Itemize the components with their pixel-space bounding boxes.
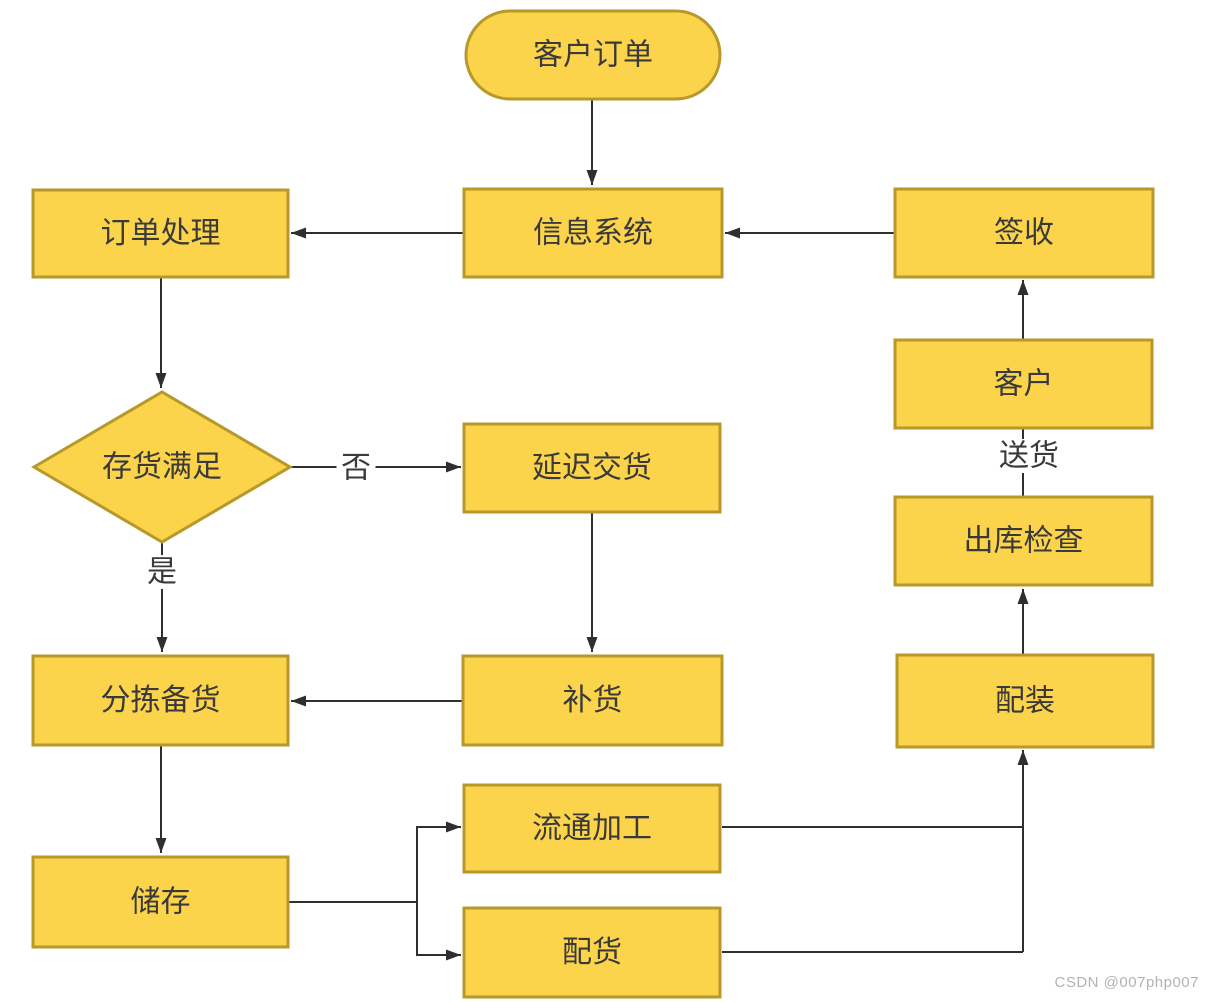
arrowhead-icon — [1017, 589, 1029, 604]
edge-picking-to-storage — [155, 745, 167, 853]
arrowhead-icon — [155, 373, 167, 388]
arrowhead-icon — [291, 695, 306, 707]
arrowhead-icon — [446, 461, 461, 473]
node-label-circulation-processing: 流通加工 — [532, 812, 652, 845]
edge-storage-to-distribution — [416, 902, 461, 961]
process-shape — [893, 187, 1155, 279]
node-label-assembly: 配装 — [995, 685, 1055, 718]
node-distribution: 配货 — [462, 906, 722, 999]
node-sign-receipt: 签收 — [893, 187, 1155, 279]
node-label-storage: 储存 — [131, 886, 191, 919]
arrowhead-icon — [291, 227, 306, 239]
edge-line-storage-to-circulation — [288, 826, 461, 903]
node-storage: 储存 — [31, 855, 290, 949]
node-label-replenishment: 补货 — [563, 684, 623, 717]
node-assembly: 配装 — [895, 653, 1155, 749]
node-label-stock-satisfied: 存货满足 — [102, 451, 222, 484]
edge-order-to-info — [586, 99, 598, 185]
process-shape — [893, 338, 1154, 430]
node-outbound-check: 出库检查 — [893, 495, 1154, 587]
process-shape — [462, 906, 722, 999]
node-picking: 分拣备货 — [31, 654, 290, 747]
process-shape — [31, 855, 290, 949]
node-label-sign-receipt: 签收 — [994, 217, 1054, 250]
edge-label-bg — [994, 439, 1064, 473]
edge-sign-to-info — [725, 227, 895, 239]
node-stock-satisfied: 存货满足 — [31, 390, 293, 544]
arrowhead-icon — [446, 821, 461, 833]
edge-delayed-to-replenishment — [586, 512, 598, 652]
node-label-info-system: 信息系统 — [533, 217, 653, 250]
process-shape — [31, 654, 290, 747]
arrowhead-icon — [586, 170, 598, 185]
process-shape — [461, 654, 724, 747]
edge-label-bg — [142, 555, 182, 589]
node-label-order-processing: 订单处理 — [101, 217, 221, 250]
arrowhead-icon — [156, 637, 168, 652]
process-shape — [895, 653, 1155, 749]
arrowhead-icon — [586, 637, 598, 652]
arrowhead-icon — [155, 838, 167, 853]
edge-storage-to-circulation — [288, 821, 461, 903]
process-shape — [462, 187, 724, 279]
edge-stock-to-picking: 是 — [142, 542, 182, 652]
node-circulation-processing: 流通加工 — [462, 783, 722, 874]
edge-order-processing-to-stock — [155, 277, 167, 388]
node-order-processing: 订单处理 — [31, 188, 290, 279]
edge-info-to-order-processing — [291, 227, 464, 239]
process-shape — [893, 495, 1154, 587]
watermark: CSDN @007php007 — [1054, 974, 1199, 991]
node-delayed-delivery: 延迟交货 — [462, 422, 722, 514]
arrowhead-icon — [725, 227, 740, 239]
edge-label-stock-to-delayed: 否 — [341, 452, 371, 485]
edge-label-bg — [336, 451, 376, 485]
edge-line-storage-to-distribution — [416, 902, 461, 956]
edge-junction-to-assembly — [1017, 750, 1029, 952]
edge-replenishment-to-picking — [291, 695, 463, 707]
node-replenishment: 补货 — [461, 654, 724, 747]
node-label-distribution: 配货 — [562, 936, 622, 969]
arrowhead-icon — [446, 949, 461, 961]
arrowhead-icon — [1017, 750, 1029, 765]
stadium-shape — [464, 9, 722, 101]
edge-stock-to-delayed: 否 — [290, 451, 461, 485]
edge-outbound-to-customer: 送货 — [994, 428, 1064, 497]
node-info-system: 信息系统 — [462, 187, 724, 279]
process-shape — [31, 188, 290, 279]
node-label-customer: 客户 — [994, 368, 1054, 401]
node-customer-order: 客户订单 — [464, 9, 722, 101]
decision-shape — [31, 390, 293, 544]
process-shape — [462, 422, 722, 514]
node-label-customer-order: 客户订单 — [533, 39, 653, 72]
node-label-outbound-check: 出库检查 — [964, 525, 1084, 558]
process-shape — [462, 783, 722, 874]
edge-label-outbound-to-customer: 送货 — [999, 440, 1059, 473]
edge-label-stock-to-picking: 是 — [147, 556, 177, 589]
arrowhead-icon — [1017, 280, 1029, 295]
node-customer: 客户 — [893, 338, 1154, 430]
node-label-picking: 分拣备货 — [101, 684, 221, 717]
edge-customer-to-sign — [1017, 280, 1029, 340]
node-label-delayed-delivery: 延迟交货 — [532, 452, 652, 485]
edge-assembly-to-outbound — [1017, 589, 1029, 655]
